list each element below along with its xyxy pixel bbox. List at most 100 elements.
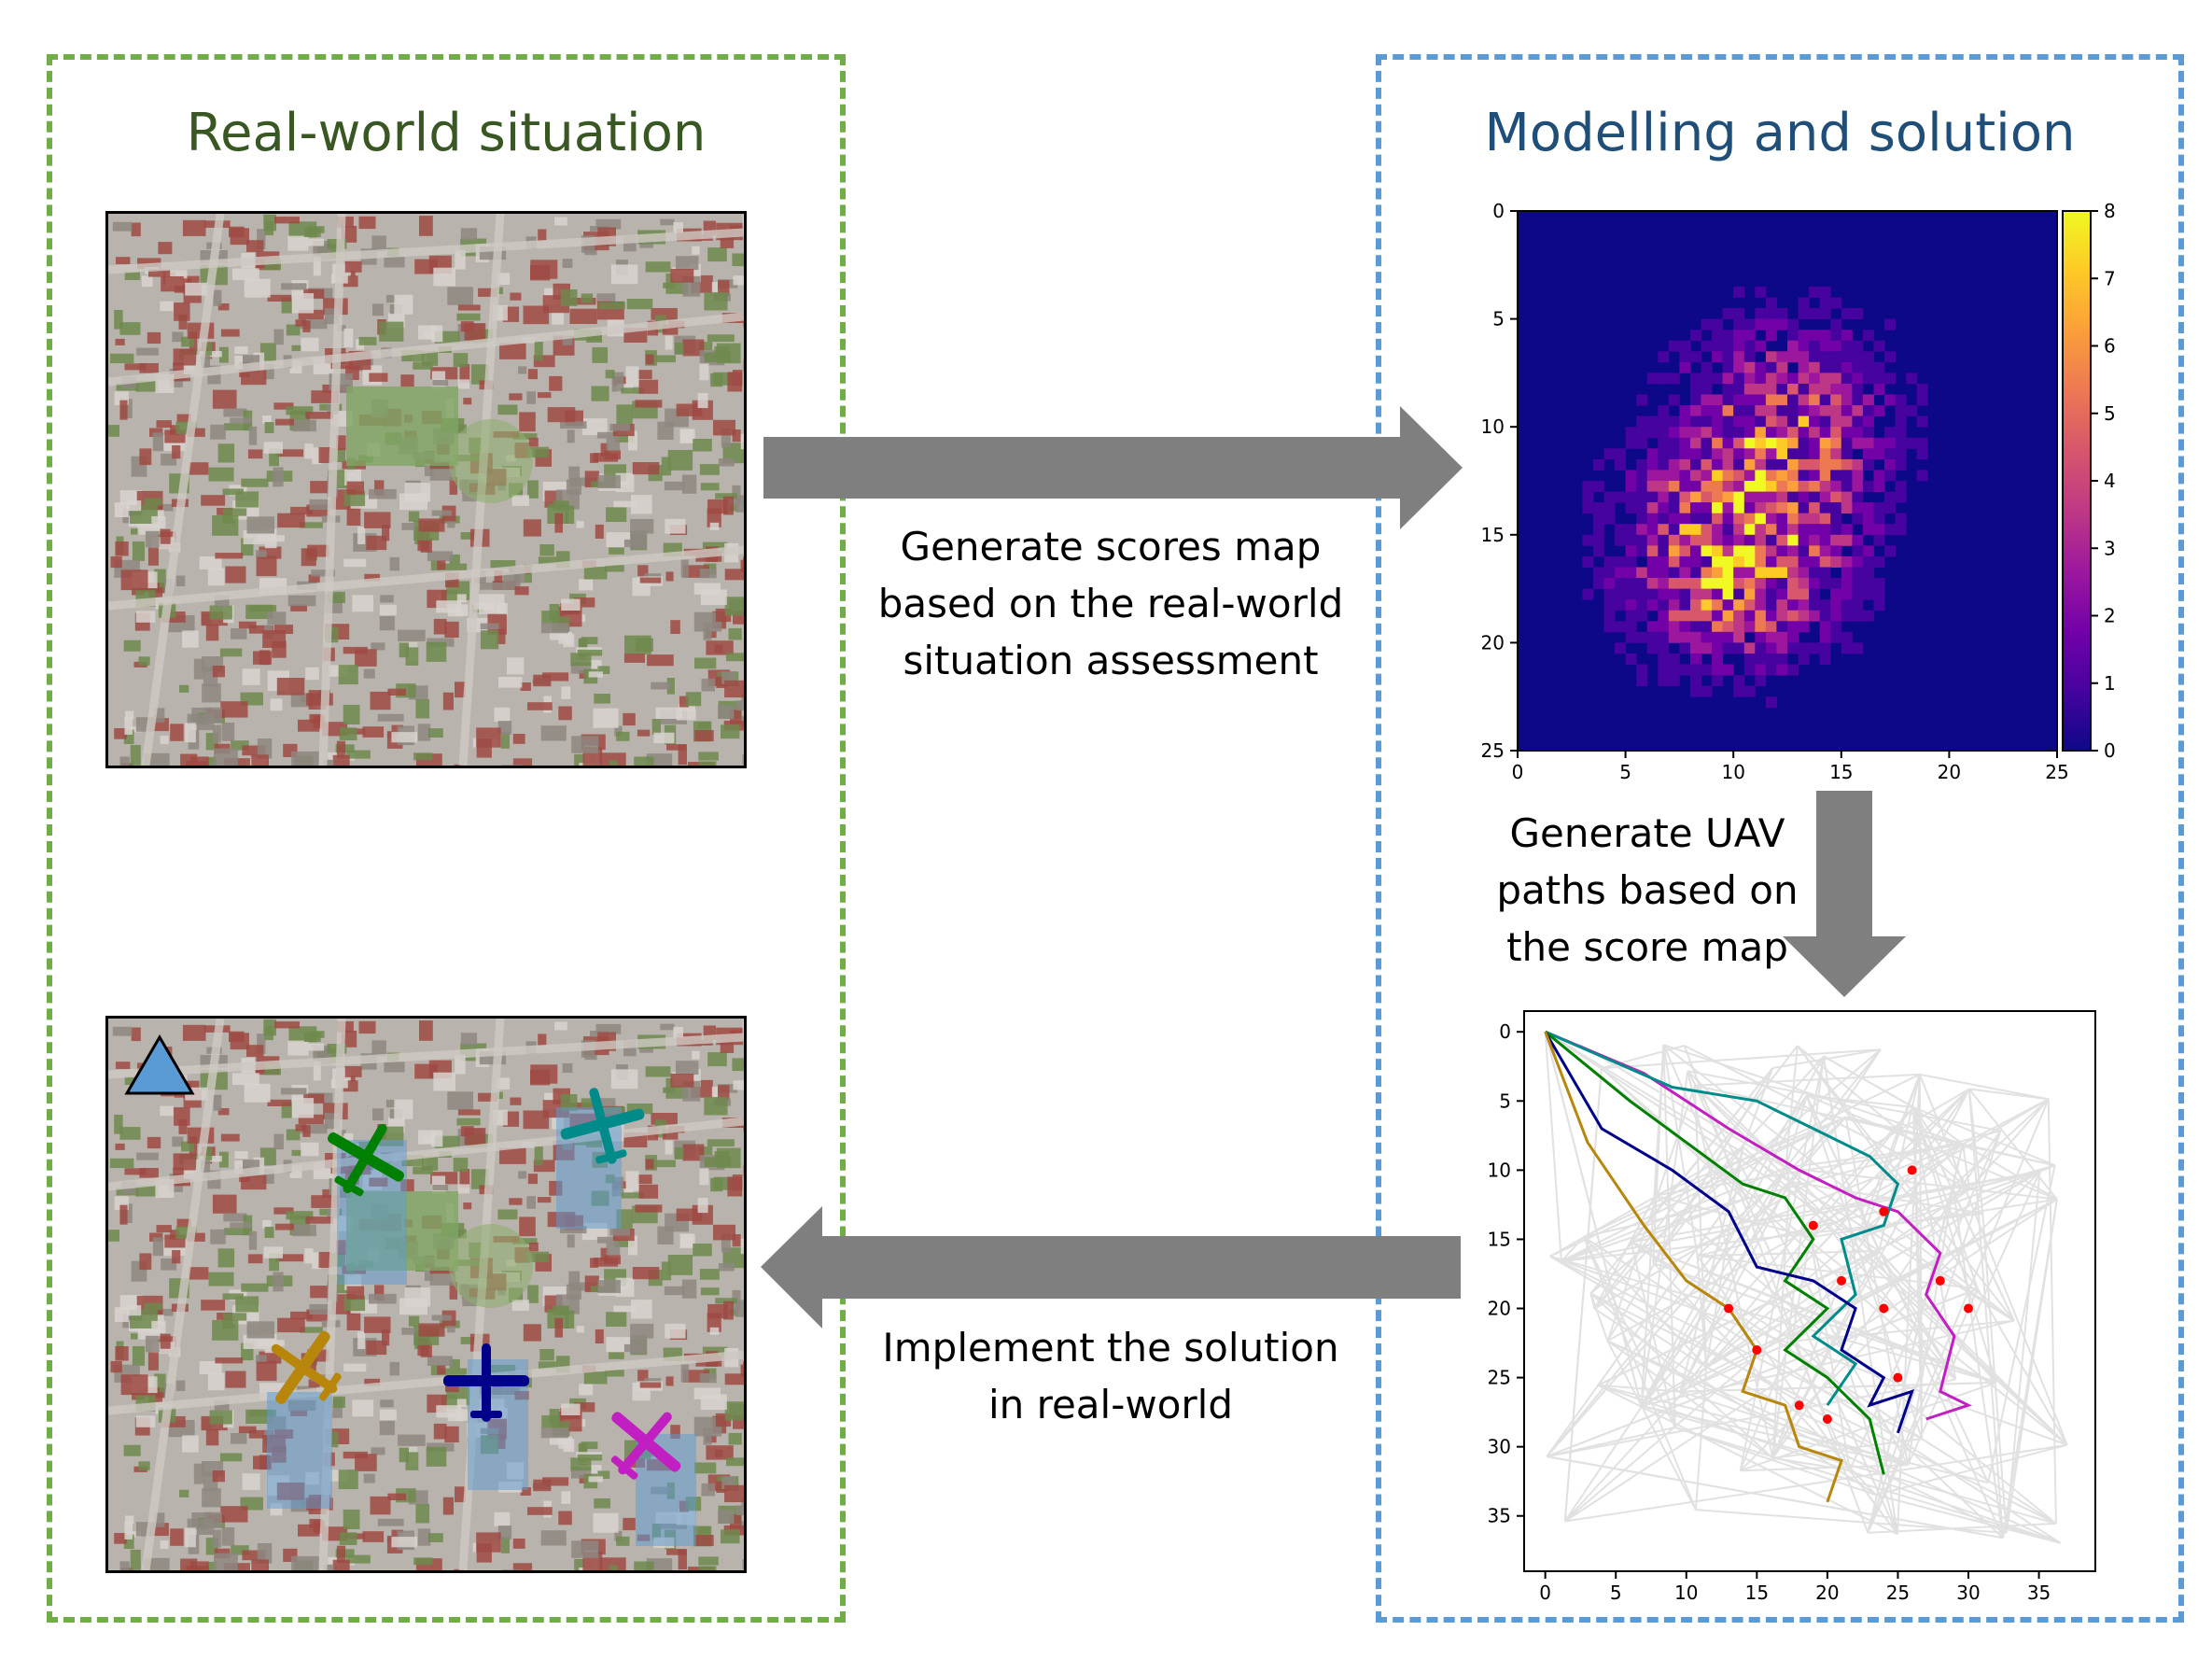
heatmap-cell [1733, 610, 1745, 622]
heatmap-cell [1701, 513, 1713, 525]
city-block [561, 686, 571, 699]
aerial-image-top [105, 211, 747, 768]
city-block [399, 1298, 427, 1315]
airplane-icon [610, 1412, 681, 1480]
heatmap-cell [1701, 567, 1713, 579]
city-block [394, 1099, 413, 1119]
city-block [231, 628, 247, 640]
heatmap-cell [1733, 524, 1745, 536]
city-block [234, 1160, 244, 1174]
city-block [701, 1483, 715, 1497]
heatmap-cell [1646, 502, 1659, 514]
graph-edge [1967, 1089, 1984, 1215]
city-block [670, 620, 680, 634]
heatmap-cell [1852, 470, 1864, 482]
heatmap-cell [1690, 384, 1701, 395]
heatmap-cell [1787, 545, 1799, 557]
graph-edge [1694, 1073, 1920, 1087]
heatmap-cell [1690, 437, 1701, 449]
city-block [312, 447, 322, 465]
city-block [609, 1352, 624, 1359]
city-block [343, 1363, 367, 1372]
heatmap-cell [1809, 481, 1821, 492]
city-block [645, 261, 671, 273]
city-block [697, 1198, 708, 1214]
graph-edge [1601, 1048, 1881, 1070]
heatmap-cell [1809, 437, 1821, 449]
city-block [497, 404, 518, 415]
heatmap-cell [1733, 631, 1745, 643]
heatmap-cell [1712, 405, 1724, 417]
heatmap-cell [1776, 361, 1788, 373]
city-block [440, 1368, 468, 1375]
city-block [527, 369, 538, 380]
city-block [203, 1511, 222, 1528]
graph-edge [1806, 1094, 2058, 1201]
heatmap-cell [1862, 405, 1874, 417]
heatmap-cell [1690, 599, 1701, 612]
city-block [706, 640, 734, 655]
heatmap-cell [1841, 470, 1853, 482]
heatmap-cell [1668, 578, 1680, 589]
x-tick-label: 25 [1886, 1582, 1910, 1604]
city-block [413, 1557, 433, 1566]
city-block [692, 1050, 700, 1060]
heatmap-cell [1712, 330, 1724, 342]
city-block [661, 457, 672, 476]
heatmap-cell [1722, 491, 1734, 503]
heatmap-cell [1712, 588, 1724, 600]
city-block [664, 1286, 685, 1296]
heatmap-cell [1776, 599, 1788, 612]
heatmap-cell [1765, 534, 1777, 546]
city-block [606, 1312, 627, 1327]
city-block [298, 309, 324, 319]
heatmap-cell [1701, 340, 1713, 352]
heatmap-cell [1690, 415, 1701, 428]
airplane-tail [595, 1149, 627, 1164]
city-block [613, 1305, 636, 1313]
heatmap-cell [1722, 555, 1734, 568]
x-tick-label: 0 [1512, 761, 1524, 783]
city-block [139, 1168, 159, 1178]
city-block [554, 513, 563, 533]
heatmap-cell [1722, 534, 1734, 546]
heatmap-cell [1787, 502, 1799, 514]
city-block [262, 630, 287, 648]
city-block [124, 272, 141, 280]
city-block [527, 480, 539, 499]
city-block [573, 598, 595, 608]
city-block [681, 474, 697, 494]
heatmap-cell [1603, 555, 1616, 568]
heatmap-cell [1798, 394, 1810, 406]
heatmap-cell [1830, 351, 1842, 363]
graph-edge [1921, 1438, 2057, 1525]
city-block [581, 637, 598, 645]
city-block [581, 1098, 594, 1108]
city-block [553, 500, 569, 511]
city-block [387, 1493, 407, 1500]
heatmap-cell [1830, 297, 1842, 309]
heatmap-cell [1658, 448, 1670, 460]
city-block [490, 560, 516, 569]
heatmap-cell [1603, 513, 1616, 525]
city-block [578, 639, 588, 650]
city-block [119, 1204, 128, 1225]
city-block [256, 550, 267, 557]
city-block [115, 1346, 129, 1361]
heatmap-cell [1701, 437, 1713, 449]
heatmap-cell [1819, 567, 1831, 579]
city-block [593, 1512, 619, 1533]
heatmap-cell [1798, 654, 1810, 665]
heatmap-cell [1787, 524, 1799, 536]
heatmap-cell [1830, 340, 1842, 352]
x-tick-label: 10 [1721, 761, 1744, 783]
city-block [697, 1526, 710, 1535]
city-block [742, 214, 744, 234]
heatmap-cell [1841, 448, 1853, 460]
heatmap-cell [1862, 588, 1874, 600]
heatmap-cell [1722, 567, 1734, 579]
city-block [257, 229, 266, 250]
city-block [606, 1243, 621, 1256]
city-block [681, 1279, 697, 1299]
city-block [549, 604, 560, 621]
